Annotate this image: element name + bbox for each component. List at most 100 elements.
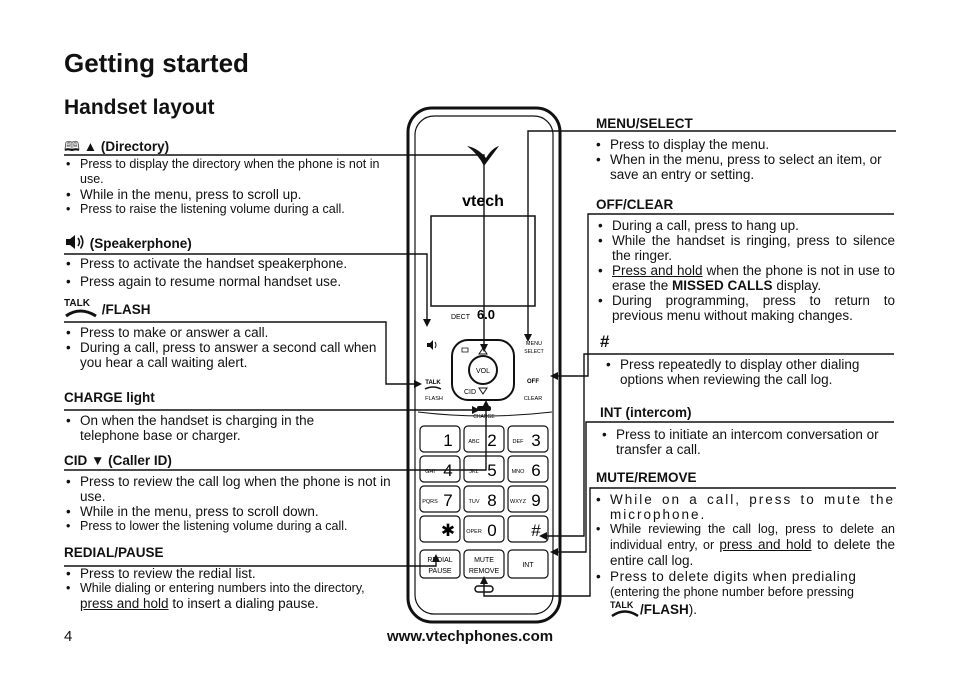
list-item: Press to lower the listening volume duri… [64,519,396,534]
section-subtitle: Handset layout [64,96,215,119]
redial-list: Press to review the redial list. While d… [64,566,396,612]
off-heading: OFF/CLEAR [596,197,674,212]
key-10 [463,515,505,543]
pound-heading: # [600,332,610,351]
flash-heading: TALK /FLASH [64,298,151,318]
key-letters: DEF [513,439,525,445]
list-item: Press to activate the handset speakerpho… [64,256,396,271]
leader-lines [64,130,896,597]
int-list: Press to initiate an intercom conversati… [600,427,896,457]
list-item: When in the menu, press to select an ite… [594,152,896,182]
key-digit: 5 [487,461,496,480]
key-5 [507,455,549,483]
list-item: Press and hold when the phone is not in … [596,263,895,293]
key-digit: 7 [443,491,452,510]
key-3 [419,455,461,483]
svg-text:INT: INT [522,562,534,569]
key-letters: JKL [469,469,478,475]
list-item: While on a call, press to mute the micro… [594,492,895,522]
key-11 [507,515,549,543]
menu-list: Press to display the menu. When in the m… [594,137,896,182]
svg-text:MUTE: MUTE [474,557,494,564]
dect-label: DECT [451,314,471,321]
key-letters: ABC [468,439,479,445]
key-2 [507,425,549,453]
key-digit: 0 [487,521,496,540]
website-url[interactable]: www.vtechphones.com [387,628,554,645]
key-letters: GHI [425,469,435,475]
list-item: Press to display the directory when the … [64,157,396,187]
key-letters: TUV [469,499,480,505]
directory-list: Press to display the directory when the … [64,157,396,217]
key-1 [463,425,505,453]
list-item: Press to display the menu. [594,137,896,152]
display-screen [430,215,536,307]
list-item: While the handset is ringing, press to s… [596,233,895,263]
charge-label: CHARGE [473,414,495,420]
svg-text:REMOVE: REMOVE [469,568,500,575]
list-item: Press to review the call log when the ph… [64,474,396,504]
vtech-logo-icon [467,146,499,166]
list-item: Press to review the redial list. [64,566,396,581]
speakerphone-list: Press to activate the handset speakerpho… [64,256,396,289]
menu-key-label: MENU [526,341,542,347]
key-digit: 2 [487,431,496,450]
key-letters: WXYZ [510,499,527,505]
brand-label: vtech [462,193,504,210]
key-digit: # [531,521,541,540]
off-key-label: OFF [527,379,539,385]
cid-list: Press to review the call log when the ph… [64,474,396,534]
list-item: Press to raise the listening volume duri… [64,202,396,217]
list-item: During a call, press to answer a second … [64,340,396,370]
key-digit: ✱ [441,521,455,540]
key-digit: 6 [531,461,540,480]
pound-list: Press repeatedly to display other dialin… [604,357,894,387]
list-item: Press repeatedly to display other dialin… [604,357,894,387]
key-letters: MNO [512,469,526,475]
talk-handset-icon: TALK [64,298,98,318]
list-item: While reviewing the call log, press to d… [594,522,895,569]
off-list: During a call, press to hang up. While t… [596,218,895,323]
menu-heading: MENU/SELECT [596,116,693,131]
key-digit: 8 [487,491,496,510]
list-item: While dialing or entering numbers into t… [64,581,396,612]
list-item: During programming, press to return to p… [596,293,895,323]
list-item: On when the handset is charging in the t… [64,413,364,443]
page-title: Getting started [64,48,249,78]
dect-number: 6.0 [477,307,495,322]
cid-label: CID [464,389,476,396]
redial-key [419,549,461,579]
key-9 [419,515,461,543]
flash-list: Press to make or answer a call. During a… [64,325,396,370]
speaker-key-icon [427,340,433,350]
key-7 [463,485,505,513]
key-digit: 9 [531,491,540,510]
flash-key-label: FLASH [425,396,443,402]
speaker-icon [66,235,84,249]
vol-key [468,355,498,385]
speakerphone-heading: (Speakerphone) [64,233,192,251]
vol-label: VOL [476,368,490,375]
cid-heading: CID ▼ (Caller ID) [64,453,172,468]
mute-heading: MUTE/REMOVE [596,470,697,485]
book-icon: 🕮 [64,139,80,154]
list-item: During a call, press to hang up. [596,218,895,233]
key-0 [419,425,461,453]
svg-text:REDIAL: REDIAL [427,557,452,564]
svg-text:PAUSE: PAUSE [428,568,452,575]
up-key-icon [478,347,488,355]
directory-heading: 🕮 ▲ (Directory) [64,139,170,154]
talk-key-label: TALK [425,380,441,386]
list-item: Press to make or answer a call. [64,325,396,340]
list-item: Press to delete digits when predialing (… [594,569,895,617]
talk-handset-icon: TALK [610,600,640,617]
key-letters: OPER [466,529,482,535]
charge-heading: CHARGE light [64,390,155,405]
key-digit: 3 [531,431,540,450]
up-arrow-icon: ▲ [83,139,98,154]
page-number: 4 [64,628,73,645]
charge-list: On when the handset is charging in the t… [64,413,364,443]
key-digit: 1 [443,431,452,450]
mute-list: While on a call, press to mute the micro… [594,492,895,617]
